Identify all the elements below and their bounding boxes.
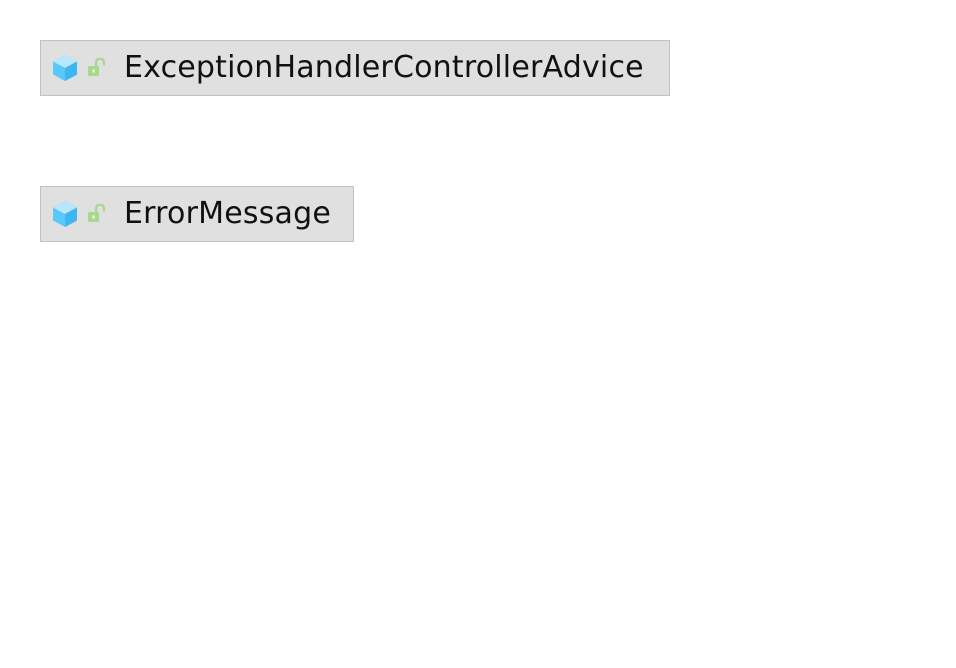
unlocked-padlock-icon (88, 58, 106, 76)
class-name: ExceptionHandlerControllerAdvice (124, 50, 644, 85)
class-node-error-message[interactable]: ErrorMessage (40, 186, 354, 242)
unlocked-padlock-icon (88, 204, 106, 222)
class-icon (53, 201, 77, 227)
class-name: ErrorMessage (124, 196, 332, 231)
class-icon (53, 55, 77, 81)
class-node-exception-handler-controller-advice[interactable]: ExceptionHandlerControllerAdvice (40, 40, 670, 96)
